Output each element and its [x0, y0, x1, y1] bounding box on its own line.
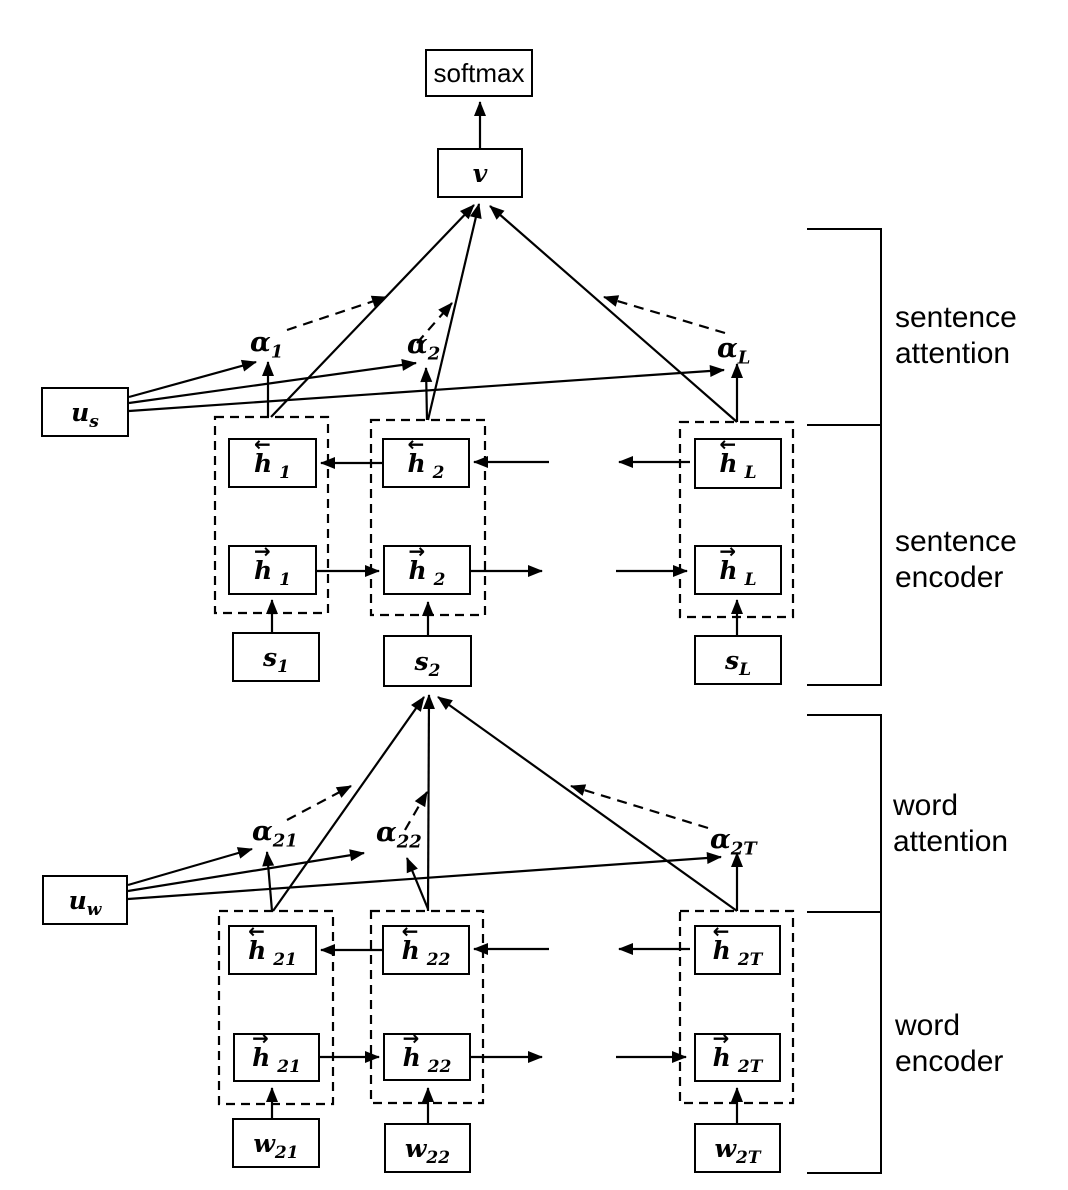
- alpha21-label: α21: [252, 816, 298, 852]
- edge-uw-to-alpha22: [127, 849, 365, 893]
- edge-alphaL-weight: [603, 295, 726, 335]
- alphaL-label: αL: [717, 333, 751, 369]
- alpha2T-label: α2T: [710, 824, 757, 860]
- edge-alpha21-weight: [286, 785, 352, 821]
- edge-alpha22-weight: [404, 791, 428, 831]
- uw-label: u: [68, 885, 87, 915]
- edge-uw-to-alpha2T: [127, 852, 722, 901]
- left-arrow-accent-icon: ←: [407, 431, 425, 456]
- alpha22-label: α22: [376, 817, 422, 853]
- w21-box: w21: [232, 1118, 320, 1168]
- edge-us-to-alpha1: [128, 359, 257, 399]
- us-label: u: [71, 397, 90, 427]
- uw-subscript: w: [86, 899, 102, 920]
- edge-sent-h2-to-v: [426, 203, 482, 421]
- right-arrow-accent-icon: →: [712, 1026, 730, 1050]
- s2-box: s2: [383, 635, 472, 687]
- sentence-section-bracket: [807, 228, 882, 686]
- left-arrow-accent-icon: ←: [253, 431, 271, 456]
- edge-sent-hL-to-v: [489, 205, 738, 423]
- v-box: v: [437, 148, 523, 198]
- left-arrow-accent-icon: ←: [248, 918, 265, 943]
- left-arrow-accent-icon: ←: [712, 918, 730, 943]
- edge-word-h21-to-s2: [272, 696, 425, 912]
- edge-us-to-alpha2: [128, 358, 417, 405]
- right-arrow-accent-icon: →: [253, 538, 271, 563]
- w2T-box: w2T: [694, 1123, 781, 1173]
- uw-box: uw: [42, 875, 128, 925]
- edge-alpha1-weight: [286, 295, 387, 332]
- left-arrow-accent-icon: ←: [719, 432, 737, 456]
- word-group-21-dashed-box: [217, 909, 335, 1106]
- left-arrow-accent-icon: ←: [401, 918, 419, 943]
- s1-box: s1: [232, 632, 320, 682]
- word-section-bracket: [807, 714, 882, 1174]
- edge-uw-to-alpha21: [127, 847, 253, 887]
- us-subscript: s: [89, 411, 99, 432]
- edge-word-h2T-to-s2: [437, 696, 738, 912]
- right-arrow-accent-icon: →: [719, 538, 737, 563]
- alpha1-label: α1: [250, 327, 284, 363]
- edge-word-h22-to-s2: [422, 694, 435, 912]
- v-label: v: [472, 158, 488, 188]
- us-box: us: [41, 387, 129, 437]
- right-arrow-accent-icon: →: [402, 1025, 420, 1050]
- right-arrow-accent-icon: →: [408, 538, 426, 563]
- edge-word-h21-to-alpha21: [262, 851, 275, 912]
- softmax-box: softmax: [425, 49, 533, 97]
- w22-box: w22: [384, 1123, 471, 1173]
- edge-alpha2T-weight: [570, 784, 709, 830]
- edge-alpha2-weight: [416, 302, 453, 344]
- edge-word-h22-to-alpha22: [405, 857, 430, 910]
- softmax-label: softmax: [433, 57, 525, 88]
- sL-box: sL: [694, 635, 782, 685]
- edge-sent-h1-to-v: [270, 204, 475, 418]
- right-arrow-accent-icon: →: [252, 1026, 269, 1050]
- alpha2-label: α2: [407, 329, 441, 365]
- edge-sent-h2-to-alpha2: [420, 367, 433, 421]
